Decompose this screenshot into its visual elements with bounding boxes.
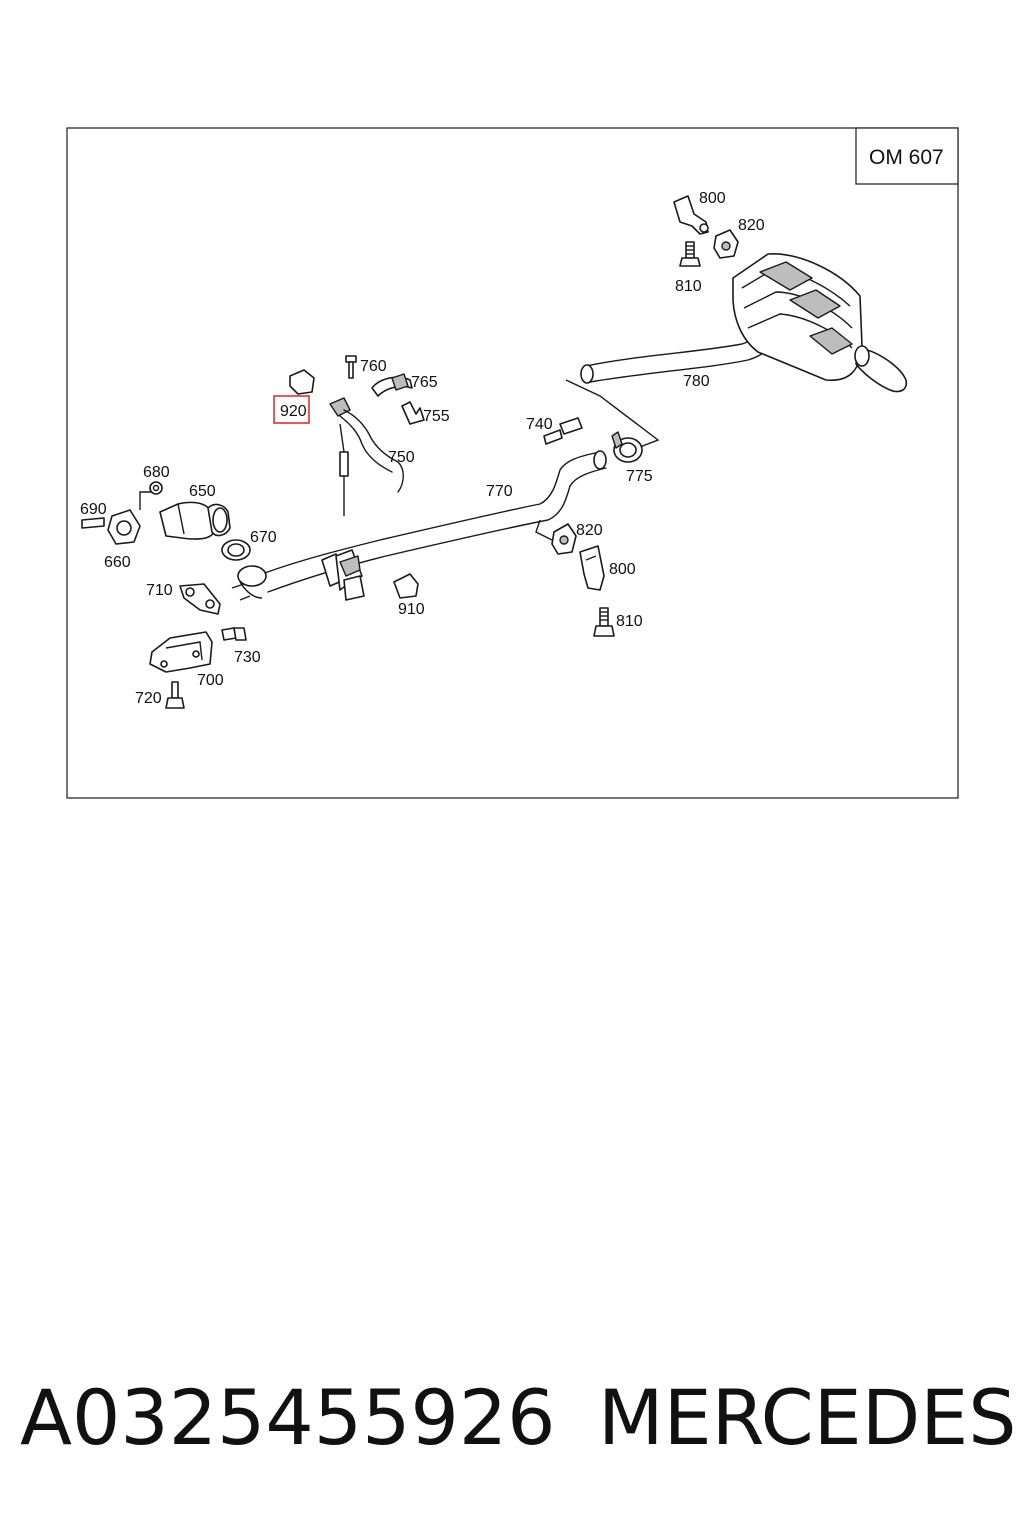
- rear-bolt-810: [679, 241, 701, 267]
- flange-660: [107, 509, 141, 545]
- catalytic-converter-650: [159, 501, 231, 540]
- screw-740: [543, 417, 583, 445]
- callout-700: 700: [197, 672, 224, 689]
- callout-760: 760: [360, 358, 387, 375]
- callout-770: 770: [486, 483, 513, 500]
- engine-code-box: [855, 127, 959, 185]
- nut-680: [149, 481, 163, 495]
- callout-660: 660: [104, 554, 131, 571]
- tag-910: [393, 573, 419, 599]
- callout-920-highlight: [273, 395, 310, 424]
- callout-680: 680: [143, 464, 170, 481]
- brand-name: MERCEDES: [598, 1373, 1017, 1462]
- front-hanger-800: [579, 545, 605, 591]
- clamp-670: [221, 539, 251, 561]
- clamp-775: [611, 431, 643, 463]
- leader-bracket-780: [565, 379, 660, 451]
- bolt-720: [165, 681, 185, 709]
- callout-750: 750: [388, 449, 415, 466]
- leader-bracket-680: [139, 491, 152, 510]
- callout-710: 710: [146, 582, 173, 599]
- callout-800-bottom: 800: [609, 561, 636, 578]
- callout-670: 670: [250, 529, 277, 546]
- callout-730: 730: [234, 649, 261, 666]
- callout-820-bottom: 820: [576, 522, 603, 539]
- callout-775: 775: [626, 468, 653, 485]
- stud-690: [81, 517, 105, 529]
- callout-765: 765: [411, 374, 438, 391]
- clamp-765: [371, 373, 413, 397]
- label-920: [289, 369, 315, 395]
- engine-code: OM 607: [869, 146, 944, 169]
- callout-720: 720: [135, 690, 162, 707]
- callout-740: 740: [526, 416, 553, 433]
- exhaust-system-diagram: OM 607: [66, 127, 959, 799]
- clip-755: [401, 401, 425, 425]
- screw-760: [345, 355, 357, 379]
- sensor-750: [329, 397, 404, 516]
- rear-hanger-800: [673, 195, 709, 235]
- front-rubber-mount-820: [535, 519, 577, 555]
- rear-rubber-mount-820: [713, 229, 739, 259]
- callout-800-top: 800: [699, 190, 726, 207]
- front-bolt-810: [593, 607, 615, 637]
- callout-820-top: 820: [738, 217, 765, 234]
- callout-650: 650: [189, 483, 216, 500]
- rear-muffler: [732, 253, 908, 393]
- bolt-730: [221, 627, 247, 641]
- footer: A0325455926 MERCEDES: [0, 1368, 1024, 1478]
- callout-780: 780: [683, 373, 710, 390]
- part-number: A0325455926: [20, 1373, 556, 1462]
- callout-690: 690: [80, 501, 107, 518]
- callout-810-top: 810: [675, 278, 702, 295]
- diagram-frame: [66, 127, 959, 799]
- callout-755: 755: [423, 408, 450, 425]
- front-pipe-flange: [231, 565, 267, 601]
- callout-910: 910: [398, 601, 425, 618]
- gasket-710: [179, 583, 221, 615]
- callout-920: 920: [280, 403, 307, 420]
- bracket-700: [149, 631, 213, 673]
- callout-810-bottom: 810: [616, 613, 643, 630]
- mid-muffler-section: [321, 549, 365, 601]
